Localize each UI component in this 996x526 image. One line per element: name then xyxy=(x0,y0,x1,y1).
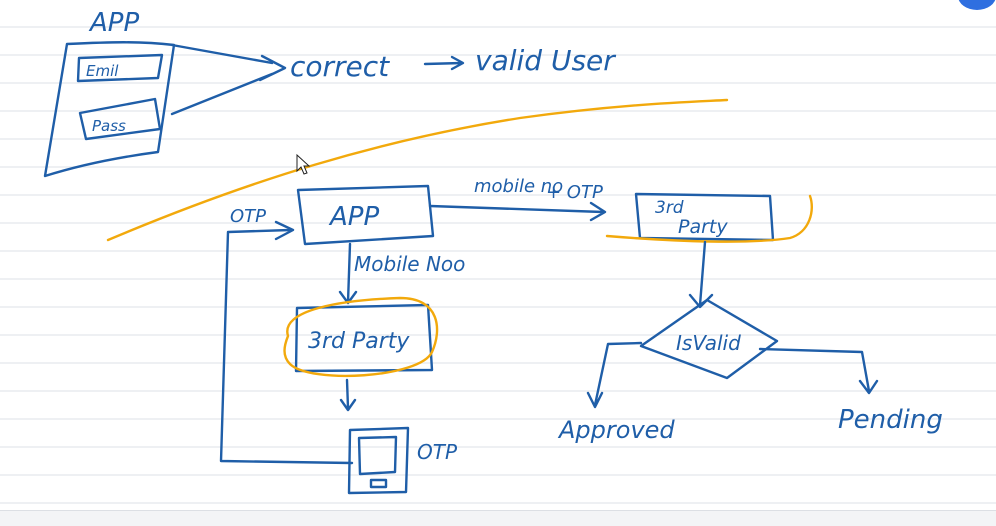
correct-to-valid-arrow xyxy=(423,55,465,71)
password-field-text: Pass xyxy=(92,117,126,135)
cursor-icon xyxy=(296,153,311,175)
app-box xyxy=(296,184,435,246)
email-field-box xyxy=(76,53,164,83)
decision-label: IsValid xyxy=(676,331,741,355)
otp-return-label: OTP xyxy=(230,206,266,227)
valid-user-text: valid User xyxy=(475,44,616,77)
third-party-right-underline xyxy=(605,194,813,243)
app-box-label: APP xyxy=(328,202,379,232)
merge-arrow-head xyxy=(258,54,287,82)
password-field-box xyxy=(78,97,162,141)
section-divider-line xyxy=(106,98,729,242)
email-field-text: Emil xyxy=(86,62,119,80)
pending-label: Pending xyxy=(838,405,943,435)
top-app-label: APP xyxy=(88,8,139,38)
email-arrow-line xyxy=(170,43,274,65)
right-third-party-to-decision-arrow xyxy=(688,240,714,309)
third-party-left-box xyxy=(294,303,434,373)
arrow-label-mobile: mobile no xyxy=(474,176,563,197)
phone-icon xyxy=(347,426,410,495)
decision-diamond xyxy=(639,298,779,380)
top-app-frame xyxy=(43,41,176,178)
third-party-right-line2: Party xyxy=(678,216,728,238)
pending-branch-arrow xyxy=(758,347,879,395)
correct-text: correct xyxy=(290,50,390,83)
phone-otp-label: OTP xyxy=(417,440,458,464)
approved-label: Approved xyxy=(557,416,675,444)
password-arrow-line xyxy=(170,72,274,116)
third-party-to-phone-arrow xyxy=(339,378,357,412)
third-party-right-line1: 3rd xyxy=(655,198,684,218)
arrow-label-otp: + OTP xyxy=(546,182,603,203)
otp-return-arrow-head xyxy=(274,220,295,241)
mobile-no-label: Mobile Noo xyxy=(354,252,465,276)
third-party-left-label: 3rd Party xyxy=(308,329,410,354)
bottom-status-bar xyxy=(0,510,996,526)
approved-branch-arrow xyxy=(586,341,643,409)
app-to-right-third-party-arrow xyxy=(428,201,607,222)
toolbar-button-fragment[interactable] xyxy=(958,0,996,10)
otp-return-loop xyxy=(219,228,354,465)
third-party-left-highlight xyxy=(283,296,439,378)
